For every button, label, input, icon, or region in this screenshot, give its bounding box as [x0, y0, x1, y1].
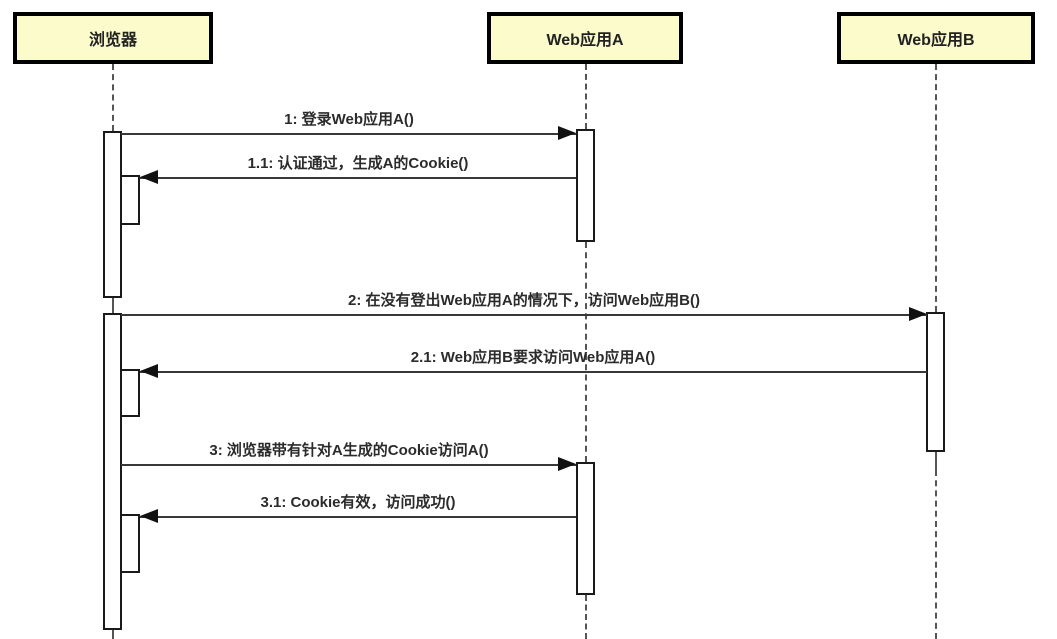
lifeline-web-app-a-segment	[585, 242, 587, 462]
arrowhead-right-icon	[558, 457, 576, 471]
message-1-1-label: 1.1: 认证通过，生成A的Cookie()	[247, 155, 469, 172]
message-1-line	[121, 133, 576, 135]
lifeline-web-app-a-segment	[585, 595, 587, 639]
message-1-label: 1: 登录Web应用A()	[284, 111, 414, 128]
actor-web-app-b-label: Web应用B	[897, 32, 975, 49]
message-3-1-label: 3.1: Cookie有效，访问成功()	[260, 494, 456, 511]
activation-browser-nested-1	[120, 175, 140, 225]
actor-browser: 浏览器	[13, 12, 213, 64]
actor-web-app-b: Web应用B	[837, 12, 1035, 64]
message-3-1-line	[140, 516, 576, 518]
activation-browser-nested-3	[120, 514, 140, 573]
message-2-1-line	[140, 371, 927, 373]
arrowhead-left-icon	[140, 509, 158, 523]
activation-web-app-b-1	[926, 312, 945, 452]
arrowhead-left-icon	[140, 364, 158, 378]
lifeline-browser-segment	[112, 64, 114, 131]
activation-browser-2	[103, 313, 122, 630]
message-1-1-line	[140, 177, 576, 179]
actor-web-app-a-label: Web应用A	[546, 32, 624, 49]
lifeline-web-app-b-segment	[935, 470, 937, 639]
activation-web-app-a-2	[576, 462, 595, 595]
lifeline-web-app-b-stub	[935, 452, 937, 470]
actor-web-app-a: Web应用A	[487, 12, 683, 64]
lifeline-web-app-a-segment	[585, 64, 587, 129]
arrowhead-left-icon	[140, 170, 158, 184]
activation-web-app-a-1	[576, 129, 595, 242]
message-2-label: 2: 在没有登出Web应用A的情况下，访问Web应用B()	[348, 292, 700, 309]
message-2-line	[121, 314, 927, 316]
message-3-label: 3: 浏览器带有针对A生成的Cookie访问A()	[209, 442, 489, 459]
message-3-line	[121, 464, 576, 466]
arrowhead-right-icon	[558, 126, 576, 140]
message-2-1-label: 2.1: Web应用B要求访问Web应用A()	[410, 349, 656, 366]
lifeline-web-app-b-segment	[935, 64, 937, 312]
actor-browser-label: 浏览器	[88, 32, 137, 49]
activation-browser-nested-2	[120, 369, 140, 417]
lifeline-browser-stub	[112, 630, 114, 639]
lifeline-browser-connector	[112, 298, 114, 313]
arrowhead-right-icon	[909, 307, 927, 321]
